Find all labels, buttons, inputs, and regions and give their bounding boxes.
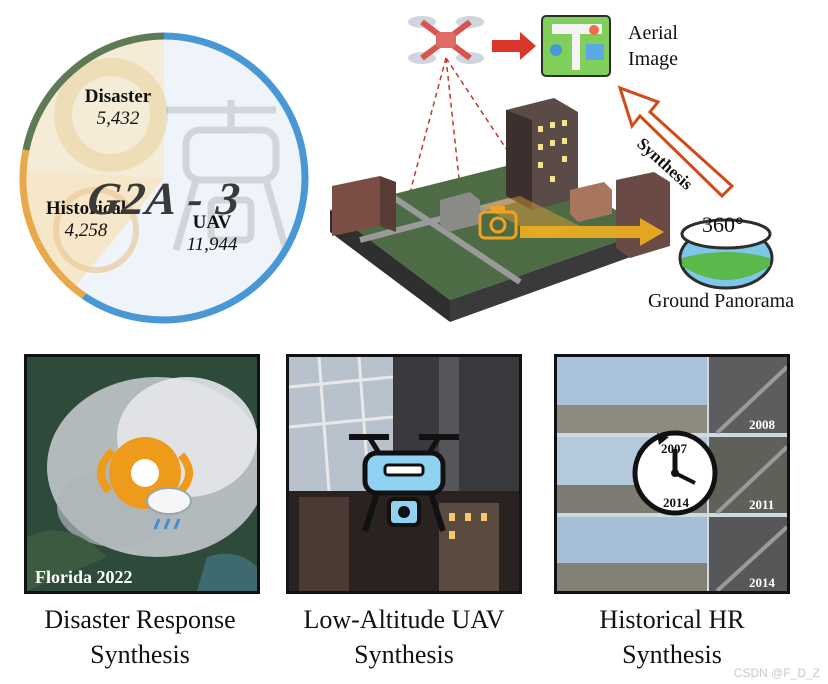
- caption-uav-line2: Synthesis: [354, 640, 454, 669]
- caption-uav: Low-Altitude UAV Synthesis: [274, 602, 534, 672]
- faint-drone-icon: [166, 100, 290, 251]
- red-arrow-icon: [492, 32, 536, 60]
- year-label-2014: 2014: [749, 575, 775, 590]
- disaster-segment-label: Disaster 5,432: [68, 86, 168, 130]
- ground-panorama-label: Ground Panorama: [648, 290, 795, 312]
- camera-icon: [478, 206, 518, 240]
- disaster-panel: Florida 2022: [24, 354, 260, 594]
- caption-disaster: Disaster Response Synthesis: [10, 602, 270, 672]
- orange-arrow-icon: [520, 218, 664, 246]
- disaster-name: Disaster: [84, 86, 152, 107]
- aerial-label-line1: Aerial: [628, 22, 678, 44]
- panorama-icon: [678, 218, 774, 290]
- historical-name: Historical: [45, 198, 127, 219]
- map-icon: [541, 15, 611, 77]
- caption-uav-line1: Low-Altitude UAV: [303, 605, 505, 634]
- aerial-label-line2: Image: [628, 48, 678, 70]
- watermark: CSDN @F_D_Z: [733, 666, 820, 680]
- badge-360: 360°: [702, 212, 744, 237]
- historical-panel: 2008 2011 2014 2007 2014: [554, 354, 790, 594]
- historical-count: 4,258: [64, 220, 108, 241]
- year-label-2011: 2011: [749, 497, 775, 512]
- year-label-2008: 2008: [749, 417, 775, 432]
- uav-collage-image: [289, 357, 519, 591]
- disaster-count: 5,432: [96, 108, 140, 129]
- florida-overlay-label: Florida 2022: [35, 567, 133, 587]
- historical-collage-image: [557, 357, 787, 591]
- caption-disaster-line1: Disaster Response: [44, 605, 236, 634]
- composition-ring: [19, 32, 309, 324]
- dataset-title: G2A - 3: [85, 173, 244, 224]
- aerial-image-label: Aerial Image: [628, 20, 678, 72]
- uav-count: 11,944: [186, 234, 238, 255]
- caption-historical-line2: Synthesis: [622, 640, 722, 669]
- uav-segment-label: UAV 11,944: [162, 212, 262, 256]
- hurricane-icon: [97, 437, 193, 530]
- caption-historical: Historical HR Synthesis: [542, 602, 802, 672]
- dataset-composition-circle: Disaster 5,432 Historical 4,258 UAV 11,9…: [16, 30, 312, 326]
- uav-panel: [286, 354, 522, 594]
- satellite-storm-image: [27, 357, 257, 591]
- city-block-image: [330, 98, 670, 322]
- clock-icon: [632, 430, 718, 516]
- clock-year-bottom: 2014: [663, 495, 689, 510]
- historical-segment-label: Historical 4,258: [28, 198, 144, 242]
- uav-name: UAV: [192, 212, 232, 233]
- clock-year-top: 2007: [661, 441, 687, 456]
- caption-disaster-line2: Synthesis: [90, 640, 190, 669]
- drone-icon: [408, 16, 484, 64]
- synthesis-arrow: [617, 85, 735, 199]
- caption-historical-line1: Historical HR: [599, 605, 745, 634]
- synthesis-scene: Aerial Image Synthesis 360° Ground Panor…: [320, 0, 828, 340]
- uav-drone-icon: [349, 434, 459, 532]
